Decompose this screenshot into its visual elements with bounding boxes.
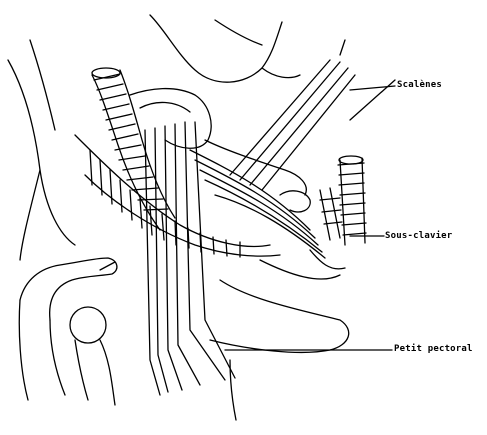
neck-contour [8, 40, 75, 260]
shoulder-outline [210, 250, 349, 420]
inset-figure [19, 258, 117, 405]
head-outline [150, 15, 300, 82]
clavicle-bone [130, 89, 310, 212]
label-scalenes: Scalènes [397, 80, 442, 90]
leader-lines [225, 86, 395, 350]
label-subclavius: Sous-clavier [385, 231, 452, 241]
trachea-tube [92, 68, 175, 230]
scalene-muscles [230, 40, 395, 190]
rib-coil-right [320, 156, 366, 245]
muscle-strands [145, 122, 235, 395]
label-pectoralis-minor: Petit pectoral [394, 344, 473, 354]
nerve-fibers [190, 150, 325, 258]
